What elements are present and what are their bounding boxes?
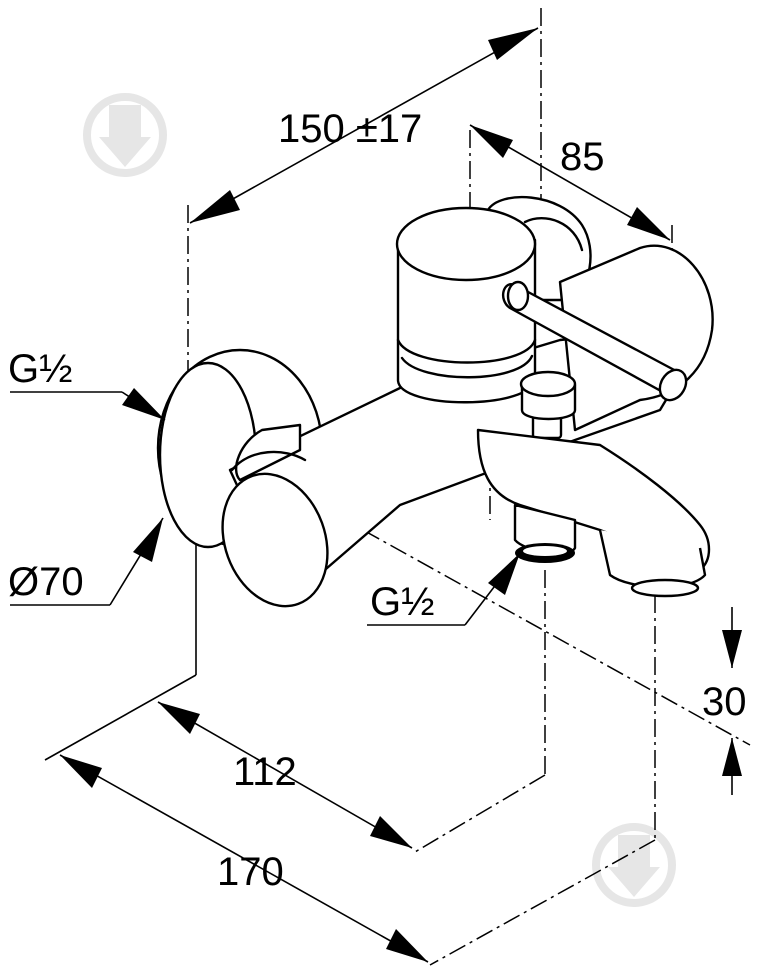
lever-handle bbox=[501, 280, 688, 402]
width-label: 150 ±17 bbox=[278, 107, 422, 151]
dimension-total-depth: 170 bbox=[59, 754, 429, 963]
dimension-rosette: Ø70 bbox=[8, 517, 164, 606]
total-depth-label: 170 bbox=[217, 850, 284, 894]
watermark-logo-icon bbox=[592, 823, 676, 907]
mixer-cylinder bbox=[395, 206, 537, 404]
shower-outlet-nipple bbox=[519, 370, 577, 440]
dimension-outlet: G½ bbox=[367, 552, 521, 626]
faucet-body bbox=[156, 195, 714, 608]
rosette-label: Ø70 bbox=[8, 560, 84, 604]
watermark-logo-icon bbox=[83, 93, 167, 177]
spout-drop-label: 30 bbox=[702, 680, 747, 724]
dimension-inlet-top: G½ bbox=[8, 347, 166, 421]
spout-reach-label: 112 bbox=[233, 750, 297, 794]
inlet-top-label: G½ bbox=[8, 347, 72, 391]
dimension-depth: 85 bbox=[469, 124, 671, 241]
dimension-width: 150 ±17 bbox=[189, 27, 539, 224]
dimension-spout-drop: 30 bbox=[702, 607, 747, 795]
dimension-spout-reach: 112 bbox=[157, 701, 413, 849]
left-end-cap bbox=[221, 423, 329, 608]
depth-label: 85 bbox=[560, 135, 605, 179]
outlet-label: G½ bbox=[370, 580, 434, 624]
spout bbox=[476, 428, 711, 598]
